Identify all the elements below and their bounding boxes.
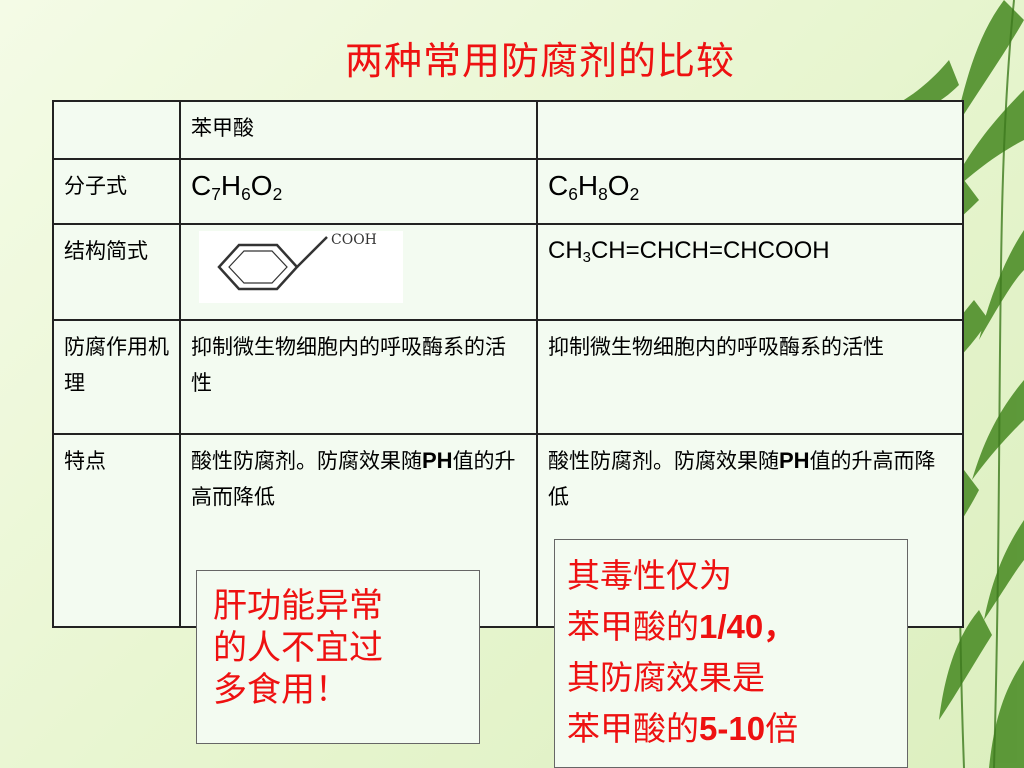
toxicity-comparison-note: 其毒性仅为 苯甲酸的1/40， 其防腐效果是 苯甲酸的5-10倍: [554, 539, 908, 768]
structure-benzoic-acid: COOH: [179, 223, 538, 321]
table-header-row: 苯甲酸: [52, 100, 964, 160]
formula-sorbic-acid: C6H8O2: [536, 158, 964, 225]
mechanism-benzoic-acid: 抑制微生物细胞内的呼吸酶系的活性: [179, 319, 538, 435]
svg-text:COOH: COOH: [331, 232, 377, 248]
table-row-molecular-formula: 分子式 C7H6O2 C6H8O2: [52, 158, 964, 225]
row-label: 分子式: [52, 158, 181, 225]
row-label: 防腐作用机理: [52, 319, 181, 435]
header-cell-sorbic-acid: [536, 100, 964, 160]
liver-warning-note: 肝功能异常 的人不宜过 多食用！: [196, 570, 480, 744]
page-title: 两种常用防腐剂的比较: [344, 39, 735, 83]
benzoic-acid-structure-image: COOH: [199, 231, 403, 303]
table-row-mechanism: 防腐作用机理 抑制微生物细胞内的呼吸酶系的活性 抑制微生物细胞内的呼吸酶系的活性: [52, 319, 964, 435]
row-label: 特点: [52, 433, 181, 628]
formula-benzoic-acid: C7H6O2: [179, 158, 538, 225]
header-cell-benzoic-acid: 苯甲酸: [179, 100, 538, 160]
table-row-structure: 结构简式 COOH CH3CH=CHCH=CHCOOH: [52, 223, 964, 321]
row-label: 结构简式: [52, 223, 181, 321]
structure-sorbic-acid: CH3CH=CHCH=CHCOOH: [536, 223, 964, 321]
features-benzoic-acid: 酸性防腐剂。防腐效果随PH值的升高而降低: [179, 433, 538, 628]
mechanism-sorbic-acid: 抑制微生物细胞内的呼吸酶系的活性: [536, 319, 964, 435]
header-cell-empty: [52, 100, 181, 160]
